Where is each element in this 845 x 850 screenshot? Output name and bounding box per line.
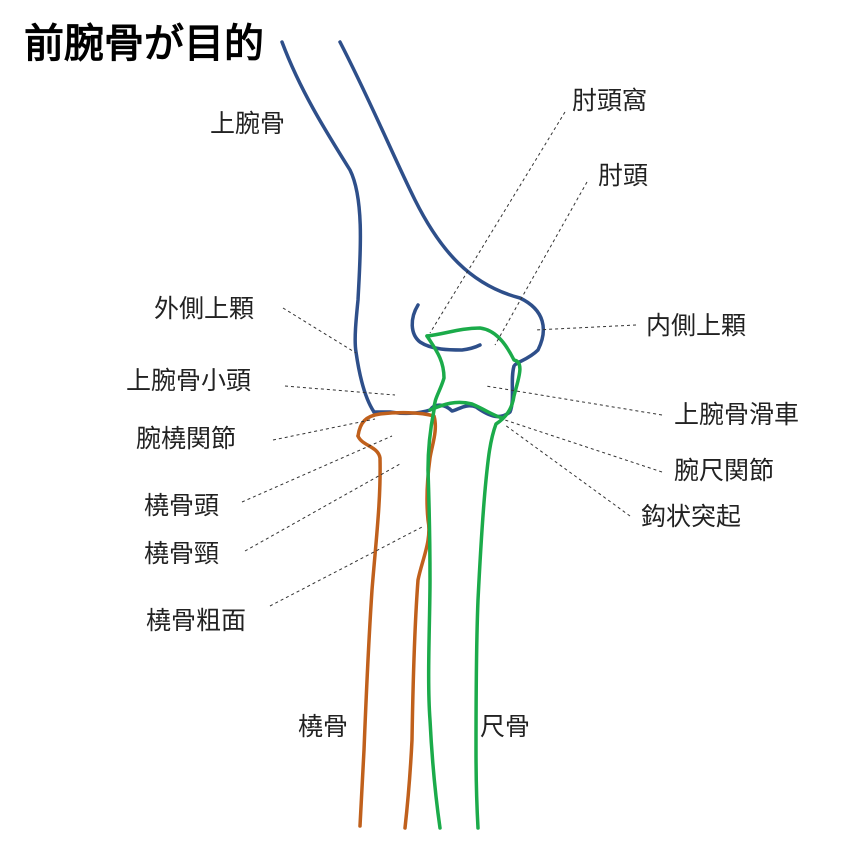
label-olecranon: 肘頭 [598, 161, 649, 190]
label-radial-tuberosity: 橈骨粗面 [146, 606, 247, 635]
label-lateral-epicondyle: 外側上顆 [154, 294, 255, 323]
label-medial-epicondyle: 内側上顆 [646, 311, 747, 340]
leader-humeroradial-joint [272, 418, 376, 441]
label-radial-neck: 橈骨頸 [144, 539, 220, 568]
label-coronoid-process: 鈎状突起 [641, 502, 742, 531]
leader-humeroulnar-joint [504, 419, 663, 473]
label-humeroradial-joint: 腕橈関節 [136, 424, 237, 453]
label-humerus: 上腕骨 [210, 109, 286, 138]
leader-lines [241, 111, 663, 607]
leader-olecranon [494, 181, 588, 346]
label-olecranon-fossa: 肘頭窩 [572, 86, 648, 115]
page-title: 前腕骨が目的 [24, 21, 264, 67]
leader-radial-tuberosity [269, 525, 425, 607]
label-capitulum: 上腕骨小頭 [126, 366, 252, 395]
leader-radial-head [241, 435, 393, 503]
leader-coronoid-process [504, 424, 631, 517]
label-humeroulnar-joint: 腕尺関節 [674, 456, 775, 485]
label-radial-head: 橈骨頭 [144, 491, 220, 520]
humerus-outline [280, 40, 546, 419]
leader-medial-epicondyle [534, 324, 637, 331]
leader-lateral-epicondyle [282, 307, 357, 354]
radius-outline [356, 410, 438, 830]
label-ulna: 尺骨 [480, 712, 531, 741]
label-trochlea: 上腕骨滑車 [674, 400, 800, 429]
ulna-outline [425, 326, 522, 830]
label-radius: 橈骨 [298, 712, 349, 741]
leader-olecranon-fossa [429, 111, 566, 334]
leader-capitulum [284, 385, 396, 396]
